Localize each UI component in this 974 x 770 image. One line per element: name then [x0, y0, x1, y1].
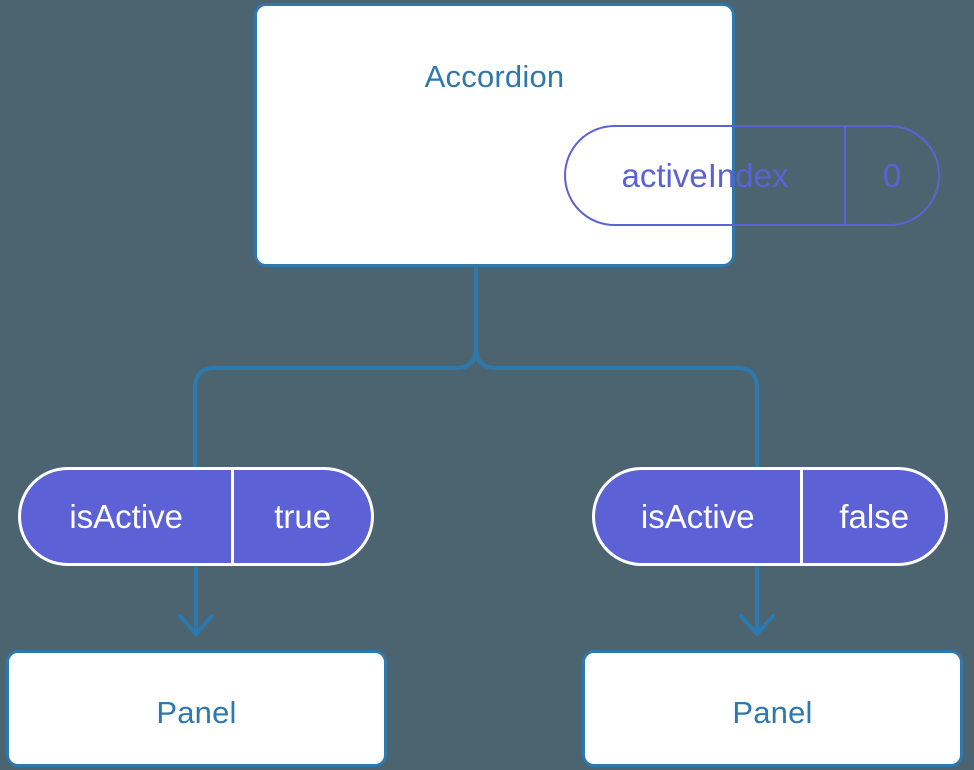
component-node-panel-left[interactable]: Panel [6, 650, 387, 767]
prop-pill-isactive-true[interactable]: isActive true [18, 467, 374, 566]
state-pill-key: activeIndex [621, 156, 789, 194]
connector-root-to-right-branch [474, 265, 759, 469]
connector-root-to-left-branch [193, 265, 478, 469]
component-title-accordion: Accordion [424, 59, 565, 94]
arrow-right-prop-to-panel [739, 564, 775, 636]
component-node-panel-right[interactable]: Panel [582, 650, 963, 767]
state-pill-activeindex[interactable]: activeIndex 0 [564, 125, 940, 226]
prop-pill-key-right: isActive [640, 497, 755, 535]
arrow-left-prop-to-panel [178, 564, 214, 636]
component-title-panel-left: Panel [156, 695, 237, 730]
component-title-panel-right: Panel [732, 695, 813, 730]
state-pill-value: 0 [844, 127, 938, 224]
prop-pill-key-left: isActive [69, 497, 184, 535]
prop-pill-value-right: false [800, 470, 945, 563]
prop-pill-value-left: true [231, 470, 371, 563]
component-node-accordion[interactable]: Accordion activeIndex 0 [254, 3, 940, 267]
prop-pill-isactive-false[interactable]: isActive false [592, 467, 948, 566]
